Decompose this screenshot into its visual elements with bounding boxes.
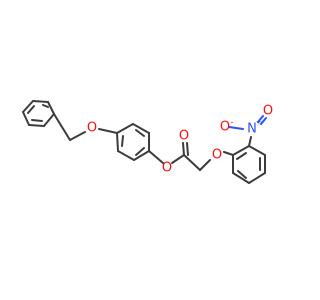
bond [28, 124, 45, 127]
bond [223, 151, 234, 156]
bond-inner [135, 129, 145, 137]
bond [116, 132, 119, 152]
atom-o-ester-single: O [162, 161, 172, 176]
bond [69, 131, 86, 141]
bond-inner [237, 170, 247, 179]
atom-o-ether-aryl: O [212, 148, 222, 163]
bond [232, 172, 250, 184]
bond [133, 150, 150, 161]
bond [186, 142, 189, 156]
bond [171, 154, 185, 164]
bond-inner [236, 152, 247, 160]
bond [22, 111, 30, 126]
atom-layer: O O O O N + O - O [87, 104, 273, 176]
bond [132, 123, 150, 134]
atom-o-ether-benzyl: O [87, 121, 97, 136]
bond [248, 136, 252, 147]
bond-inner [135, 147, 145, 156]
bond [183, 154, 201, 171]
charge-minus: - [231, 118, 234, 127]
bond [260, 117, 267, 125]
bond-inner [121, 135, 124, 147]
bond [43, 113, 55, 127]
bond [53, 113, 71, 141]
bond [116, 123, 134, 134]
bond-layer [22, 100, 266, 184]
bond-inner [31, 119, 43, 122]
atom-n-nitro: N [247, 122, 257, 137]
bond [228, 126, 244, 130]
bond-inner [42, 104, 49, 108]
charge-plus: + [256, 118, 263, 127]
bond [232, 145, 250, 156]
bond [248, 172, 266, 184]
bond [32, 100, 49, 103]
bond [98, 128, 118, 134]
bond [182, 142, 185, 156]
bond [199, 159, 211, 171]
atom-o-nitro-double: O [263, 104, 273, 119]
atom-o-nitro-minus: O [220, 120, 230, 135]
molecule-structure: O O O O N + O - O [22, 100, 273, 184]
bond [47, 101, 55, 115]
nitro-bond-layer [228, 115, 267, 130]
bond-inner [27, 105, 35, 114]
atom-o-ester-carbonyl: O [179, 129, 189, 144]
bond [22, 100, 34, 113]
bond [248, 145, 266, 156]
bond [257, 115, 264, 123]
bond [117, 150, 135, 161]
bond [148, 150, 164, 164]
